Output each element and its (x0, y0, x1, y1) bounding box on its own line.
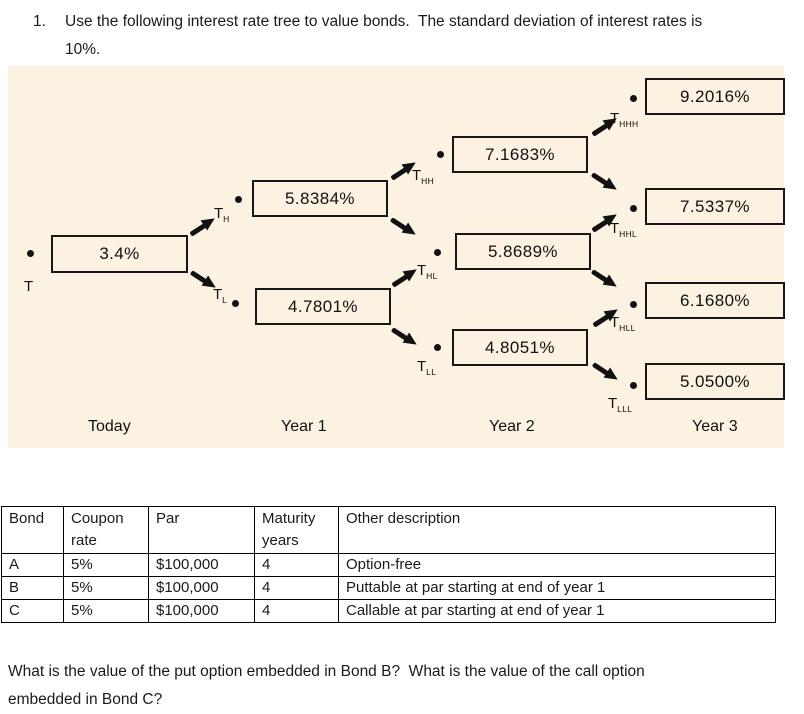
node-label-tll: TLL (417, 358, 437, 377)
rate-box-tl: 4.7801% (255, 288, 391, 325)
cell-par: 4 (254, 599, 339, 623)
rate-value: 6.1680% (680, 290, 750, 310)
cell-par: $100,000 (148, 553, 255, 577)
rate-value: 5.0500% (680, 371, 750, 391)
arrow-up-right-icon (187, 213, 219, 239)
axis-label-year1: Year 1 (281, 418, 327, 435)
bond-table: Bond Coupon rate Par Maturity years Othe… (1, 506, 776, 623)
node-label-t: T (24, 278, 34, 295)
rate-value: 5.8384% (285, 188, 355, 208)
table-row: A 5% $100,000 4 Option-free (1, 553, 776, 577)
cell-coupon: 5% (63, 599, 149, 623)
cell-description: Puttable at par starting at end of year … (338, 576, 776, 600)
node-bullet-icon (630, 382, 637, 389)
axis-label-today: Today (88, 418, 131, 435)
node-label-thl: THL (417, 262, 438, 281)
question-text-line2: 10%. (65, 41, 101, 58)
rate-box-tlll: 5.0500% (645, 363, 785, 400)
rate-box-thhh: 9.2016% (645, 78, 785, 115)
arrow-down-right-icon (389, 324, 421, 350)
question-number: 1. (33, 13, 46, 30)
node-label-thll: THLL (610, 314, 636, 333)
cell-bond: B (1, 576, 64, 600)
node-bullet-icon (235, 196, 242, 203)
rate-box-thh: 7.1683% (452, 136, 588, 173)
node-label-tl: TL (213, 286, 228, 305)
col-header-bond: Bond (1, 506, 64, 554)
node-bullet-icon (630, 95, 637, 102)
arrow-down-right-icon (590, 359, 622, 385)
node-label-thhl: THHL (610, 220, 638, 239)
rate-box-thll: 6.1680% (645, 282, 785, 319)
rate-value: 4.8051% (485, 337, 555, 357)
rate-value: 3.4% (99, 244, 140, 263)
arrow-down-right-icon (589, 266, 621, 292)
table-row: B 5% $100,000 4 Puttable at par starting… (1, 576, 776, 600)
col-header-par: Par (148, 506, 255, 554)
cell-bond: A (1, 553, 64, 577)
col-header-description: Other description (338, 506, 776, 554)
node-label-thhh: THHH (610, 110, 639, 129)
rate-box-tll: 4.8051% (452, 329, 588, 366)
rate-box-thhl: 7.5337% (645, 188, 785, 225)
rate-box-t: 3.4% (51, 235, 188, 273)
cell-coupon: 5% (63, 553, 149, 577)
cell-maturity: 4 (254, 576, 339, 600)
node-bullet-icon (232, 300, 239, 307)
arrow-down-right-icon (188, 267, 220, 293)
col-header-coupon-rate: Coupon rate (63, 506, 149, 554)
rate-value: 7.5337% (680, 196, 750, 216)
rate-value: 9.2016% (680, 86, 750, 106)
node-bullet-icon (437, 151, 444, 158)
node-label-tlll: TLLL (608, 395, 633, 414)
cell-coupon: 5% (63, 576, 149, 600)
rate-value: 4.7801% (288, 296, 358, 316)
cell-description: Callable at par starting at end of year … (338, 599, 776, 623)
cell-description: Option-free (338, 553, 776, 577)
table-header-row: Bond Coupon rate Par Maturity years Othe… (1, 506, 776, 554)
interest-rate-tree: 3.4% T 5.8384% TH 4.7801% TL 7.1683% THH… (8, 66, 785, 448)
rate-value: 5.8689% (488, 241, 558, 261)
cell-bond: C (1, 599, 64, 623)
node-bullet-icon (630, 205, 637, 212)
rate-box-th: 5.8384% (252, 180, 388, 217)
cell-maturity: 4 (254, 553, 339, 577)
axis-label-year2: Year 2 (489, 418, 535, 435)
question-text-line1: Use the following interest rate tree to … (65, 13, 703, 30)
table-row: C 5% $100,000 4 Callable at par starting… (1, 599, 776, 623)
node-bullet-icon (434, 344, 441, 351)
cell-par: $100,000 (148, 576, 255, 600)
question-block: 1. Use the following interest rate tree … (33, 8, 791, 64)
node-label-thh: THH (412, 167, 435, 186)
col-header-maturity: Maturity years (254, 506, 339, 554)
rate-value: 7.1683% (485, 144, 555, 164)
rate-box-thl: 5.8689% (455, 233, 591, 270)
node-bullet-icon (630, 301, 637, 308)
arrow-down-right-icon (388, 214, 420, 240)
arrow-down-right-icon (589, 169, 621, 195)
node-bullet-icon (27, 250, 34, 257)
node-bullet-icon (434, 249, 441, 256)
axis-label-year3: Year 3 (692, 418, 738, 435)
cell-maturity: $100,000 (148, 599, 255, 623)
node-label-th: TH (214, 205, 230, 224)
footer-question: What is the value of the put option embe… (8, 663, 650, 708)
